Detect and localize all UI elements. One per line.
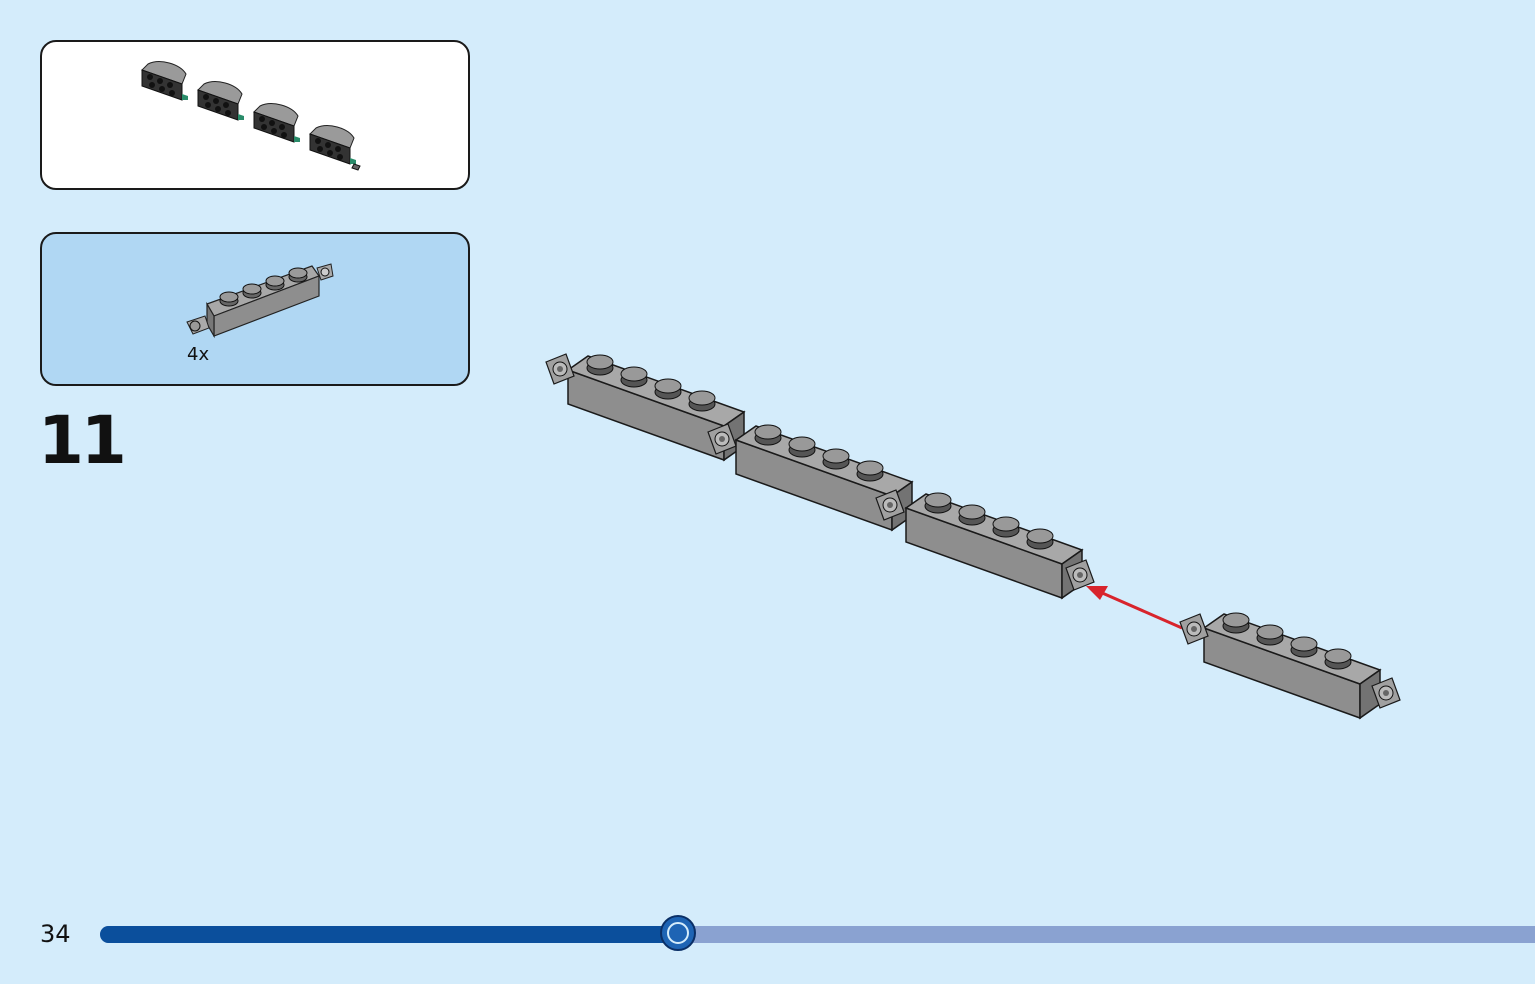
hinge-brick-1x4-icon	[186, 263, 334, 339]
parts-list-panel: 4x	[40, 232, 470, 386]
brick-3	[905, 492, 1083, 599]
assembly-arrow	[1086, 586, 1183, 630]
completed-hinge-chain-icon	[141, 61, 361, 171]
progress-bar	[100, 915, 1535, 951]
progress-knob	[660, 915, 696, 951]
part-quantity: 4x	[187, 344, 210, 365]
reference-panel	[40, 40, 470, 190]
page-number: 34	[40, 920, 71, 948]
new-brick	[1203, 612, 1381, 719]
progress-fill	[100, 926, 678, 943]
step-number: 11	[38, 402, 127, 479]
